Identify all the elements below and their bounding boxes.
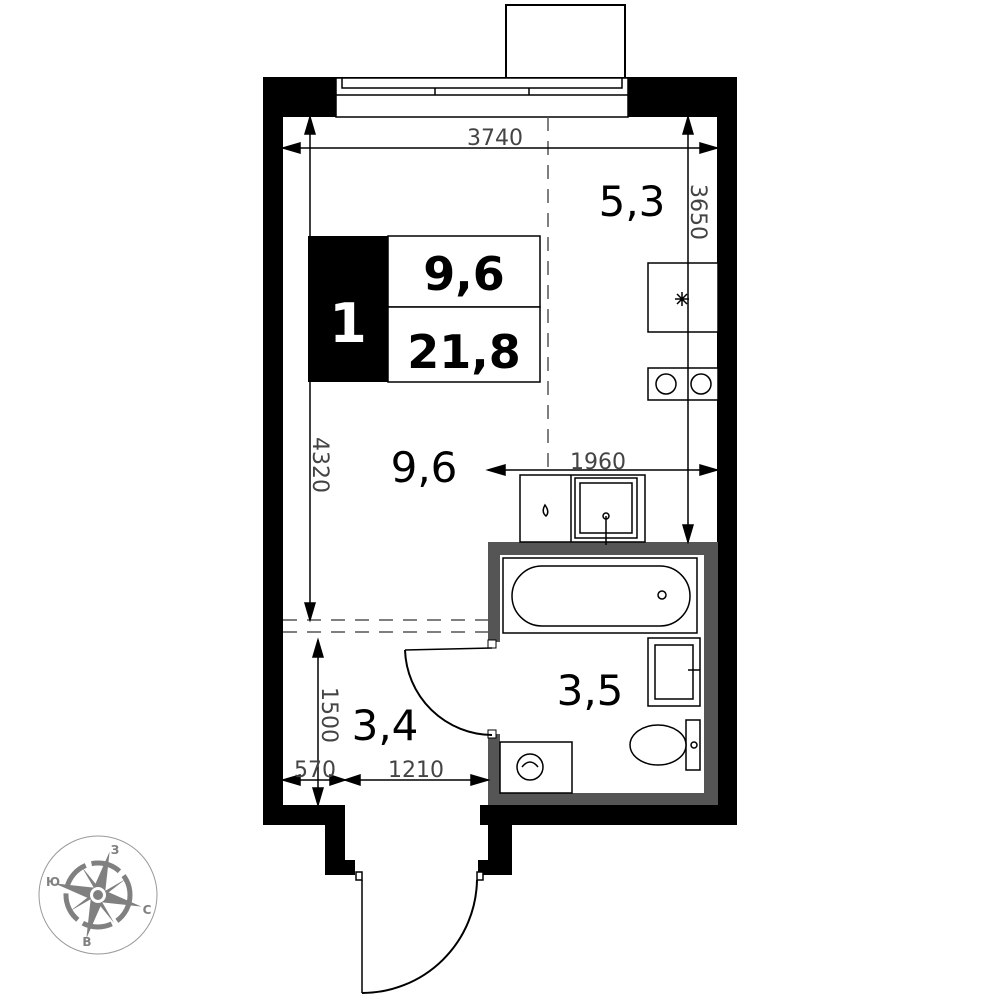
bathtub-icon	[502, 557, 698, 634]
apartment-info-box: 1 9,6 21,8	[308, 235, 541, 383]
dim-kitchen-width: 1960	[570, 450, 626, 475]
kitchen-area-label: 5,3	[599, 177, 666, 226]
stove-icon	[647, 262, 719, 333]
bathroom-area-label: 3,5	[557, 666, 624, 715]
dim-hall-depth: 1500	[316, 687, 341, 743]
compass-icon: З Ю С В	[38, 835, 158, 955]
dim-hall-right: 1210	[388, 758, 444, 783]
dim-room-depth: 4320	[307, 437, 332, 493]
zone-dividers	[283, 117, 549, 633]
living-area-value: 9,6	[423, 247, 505, 301]
total-area-value: 21,8	[407, 325, 521, 379]
living-area-label: 9,6	[391, 443, 458, 492]
compass-north: С	[143, 903, 152, 917]
rooms-count: 1	[329, 292, 367, 355]
balcony-box	[505, 4, 626, 80]
dim-kitchen-depth: 3650	[685, 184, 710, 240]
cooktop-icon	[647, 367, 719, 401]
dim-width-total: 3740	[467, 126, 523, 151]
toilet-icon	[629, 719, 701, 771]
window	[335, 77, 629, 118]
bathroom-door	[404, 647, 493, 736]
compass-south: Ю	[46, 875, 60, 889]
outer-walls	[263, 77, 737, 875]
washing-machine-icon	[499, 741, 573, 794]
compass-east: В	[82, 935, 91, 949]
compass-west: З	[111, 843, 120, 857]
hall-area-label: 3,4	[352, 701, 419, 750]
bathroom-sink-icon	[647, 637, 701, 707]
entry-door	[355, 871, 484, 994]
kitchen-counter	[519, 474, 646, 545]
dim-hall-left: 570	[294, 758, 336, 783]
